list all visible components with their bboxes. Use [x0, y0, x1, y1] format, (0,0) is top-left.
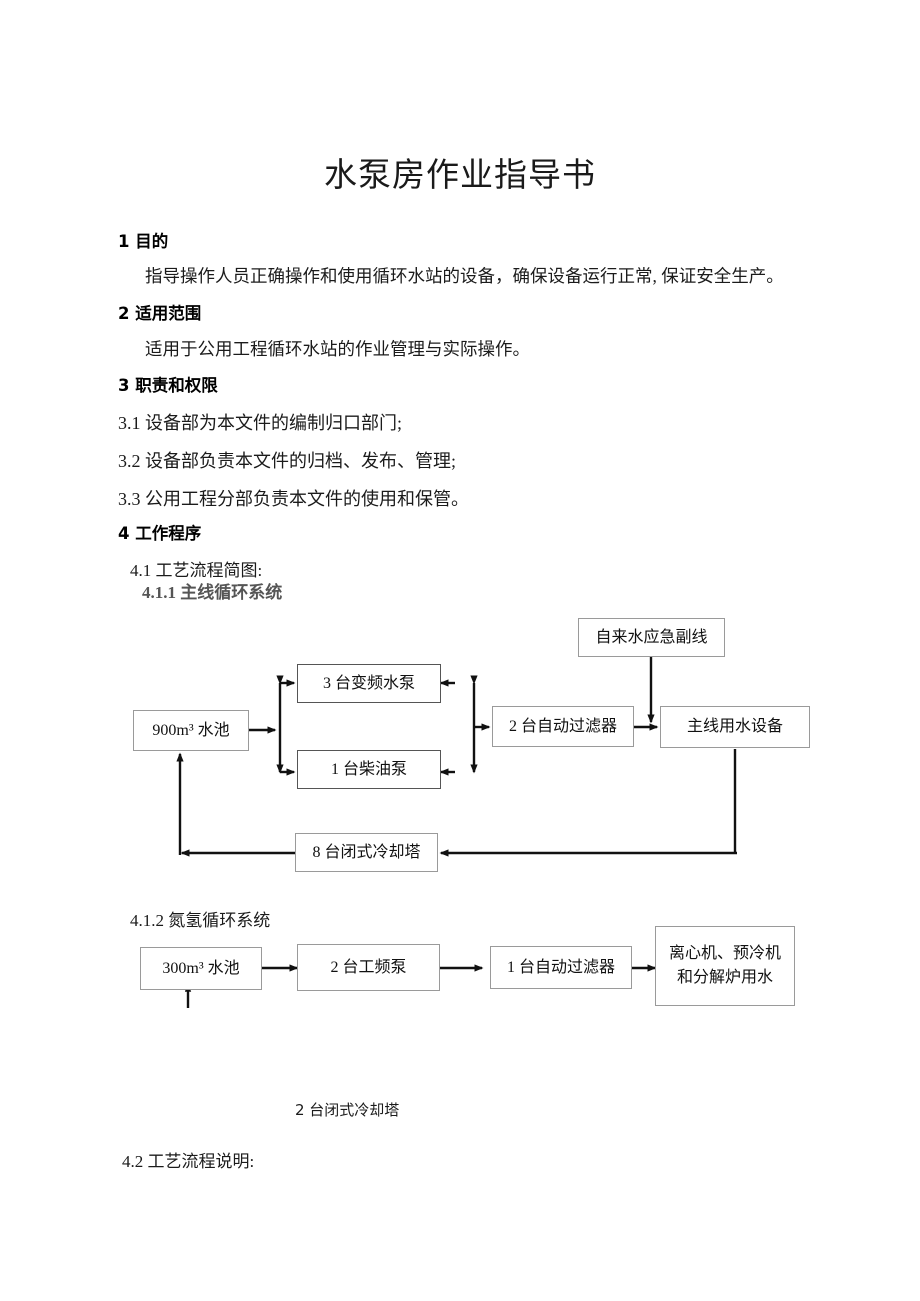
- node-fixed-frequency-pumps: 2 台工频泵: [297, 944, 440, 991]
- clause-4-1-1: 4.1.1 主线循环系统: [142, 583, 283, 602]
- clause-4-1-2: 4.1.2 氮氢循环系统: [130, 911, 271, 930]
- page-title: 水泵房作业指导书: [324, 155, 596, 194]
- clause-4-1: 4.1 工艺流程简图:: [130, 561, 263, 580]
- clause-3-3: 3.3 公用工程分部负责本文件的使用和保管。: [118, 489, 469, 509]
- node-consumers-line-1: 离心机、预冷机: [668, 945, 781, 962]
- paragraph-section-2: 适用于公用工程循环水站的作业管理与实际操作。: [145, 339, 530, 359]
- heading-section-1: 1 目的: [118, 232, 169, 251]
- paragraph-section-1: 指导操作人员正确操作和使用循环水站的设备，确保设备运行正常, 保证安全生产。: [145, 266, 784, 286]
- node-pool-300: 300m³ 水池: [140, 947, 262, 990]
- clause-3-2: 3.2 设备部负责本文件的归档、发布、管理;: [118, 451, 456, 471]
- node-vfd-pumps: 3 台变频水泵: [297, 664, 441, 703]
- node-pool-900: 900m³ 水池: [133, 710, 249, 751]
- node-diesel-pump: 1 台柴油泵: [297, 750, 441, 789]
- node-consumers: 离心机、预冷机 和分解炉用水: [655, 926, 795, 1006]
- clause-4-2: 4.2 工艺流程说明:: [122, 1152, 255, 1171]
- clause-3-1: 3.1 设备部为本文件的编制归口部门;: [118, 413, 402, 433]
- node-auto-filter-1: 1 台自动过滤器: [490, 946, 632, 989]
- heading-section-2: 2 适用范围: [118, 304, 202, 323]
- node-consumers-line-2: 和分解炉用水: [676, 969, 773, 986]
- node-auto-filters: 2 台自动过滤器: [492, 706, 634, 747]
- node-cooling-towers-8: 8 台闭式冷却塔: [295, 833, 438, 872]
- heading-section-4: 4 工作程序: [118, 524, 202, 543]
- node-tapwater-emergency-line: 自来水应急副线: [578, 618, 725, 657]
- node-main-water-equipment: 主线用水设备: [660, 706, 810, 748]
- heading-section-3: 3 职责和权限: [118, 376, 218, 395]
- flowchart-nitrogen-hydrogen-circulation: 300m³ 水池 2 台工频泵 1 台自动过滤器 离心机、预冷机 和分解炉用水: [140, 926, 795, 1008]
- caption-cooling-towers-2: 2 台闭式冷却塔: [295, 1101, 400, 1119]
